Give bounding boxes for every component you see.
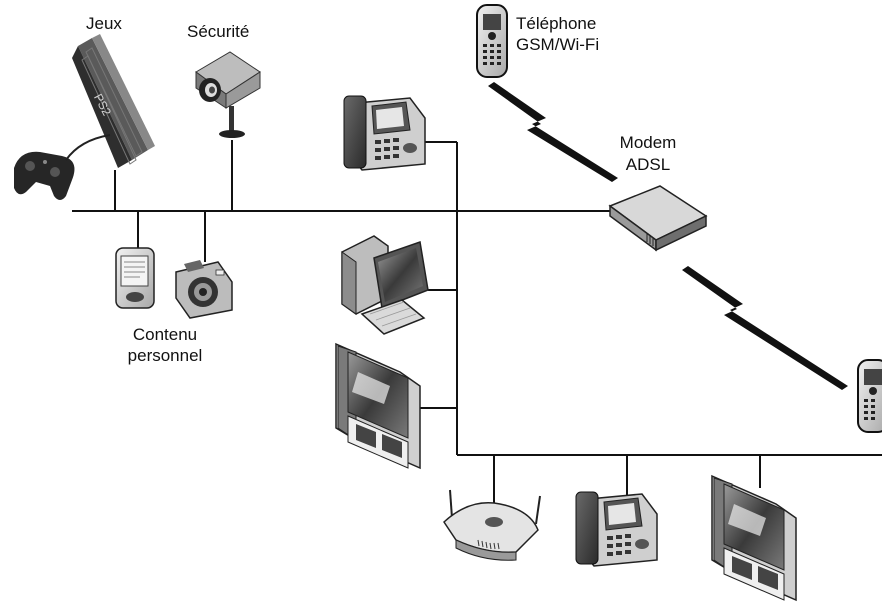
television-icon-2 bbox=[711, 474, 797, 602]
phone-label-line1: Téléphone bbox=[516, 14, 597, 33]
ip-phone-icon-2 bbox=[575, 491, 658, 567]
ip-phone-icon bbox=[343, 95, 426, 171]
mobile-phone-icon bbox=[476, 4, 508, 78]
wifi-router-icon bbox=[443, 489, 541, 561]
phone-label-line2: GSM/Wi-Fi bbox=[516, 35, 600, 54]
games-label: Jeux bbox=[86, 14, 122, 33]
mobile-phone-icon-2 bbox=[857, 359, 882, 433]
modem-label-line1: Modem bbox=[619, 133, 677, 152]
security-label: Sécurité bbox=[187, 22, 250, 41]
desktop-computer-icon bbox=[341, 235, 429, 335]
adsl-modem-icon bbox=[608, 185, 708, 252]
wireless-link-icon-2 bbox=[682, 266, 848, 390]
digital-camera-icon bbox=[175, 260, 233, 319]
security-camera-icon bbox=[195, 51, 261, 138]
television-icon bbox=[335, 342, 421, 470]
network-links bbox=[72, 140, 882, 505]
wireless-link-icon bbox=[488, 82, 618, 182]
personal-content-label-line2: personnel bbox=[127, 346, 203, 365]
pda-icon bbox=[115, 247, 155, 309]
gamepad-icon bbox=[14, 134, 111, 200]
modem-label-line2: ADSL bbox=[625, 155, 671, 174]
game-console-icon: PS2 bbox=[72, 34, 155, 168]
personal-content-label-line1: Contenu bbox=[132, 325, 198, 344]
